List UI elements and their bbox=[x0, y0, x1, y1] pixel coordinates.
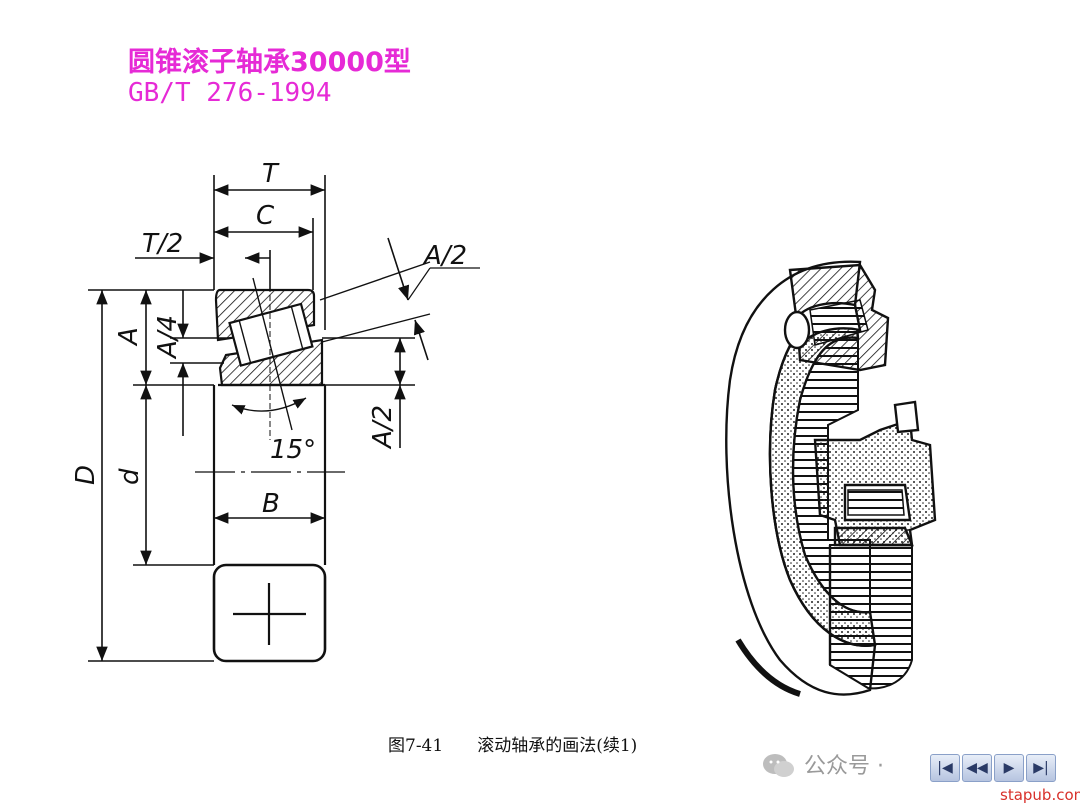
label-A-half-top: A/2 bbox=[422, 241, 467, 271]
label-d: d bbox=[115, 468, 145, 485]
dimension-labels: T C T/2 A/2 15° B A A/4 D d A/2 bbox=[71, 159, 467, 519]
label-D: D bbox=[71, 465, 101, 485]
figure-title: 滚动轴承的画法(续1) bbox=[477, 736, 638, 756]
title-line-2: GB/T 276-1994 bbox=[128, 78, 332, 108]
section-view bbox=[88, 175, 480, 663]
site-watermark: stapub.com bbox=[1000, 786, 1080, 804]
wechat-icon bbox=[763, 754, 794, 777]
nav-next-button[interactable]: ▶ bbox=[994, 754, 1024, 782]
label-C: C bbox=[256, 201, 275, 231]
nav-first-button[interactable]: |◀ bbox=[930, 754, 960, 782]
nav-last-button[interactable]: ▶| bbox=[1026, 754, 1056, 782]
nav-prev-button[interactable]: ◀◀ bbox=[962, 754, 992, 782]
slide-navigation: |◀ ◀◀ ▶ ▶| bbox=[930, 754, 1056, 782]
label-A-half-right: A/2 bbox=[368, 405, 398, 450]
title-line-1: 圆锥滚子轴承30000型 bbox=[128, 47, 411, 78]
bearing-3d-cutaway bbox=[725, 260, 937, 697]
label-angle: 15° bbox=[270, 435, 316, 465]
watermark-text: 公众号 · bbox=[804, 754, 884, 779]
figure-caption: 图7-41 滚动轴承的画法(续1) bbox=[388, 731, 637, 756]
label-T-half: T/2 bbox=[142, 229, 183, 259]
label-T: T bbox=[262, 159, 280, 189]
label-A: A bbox=[114, 327, 144, 347]
label-A-quarter: A/4 bbox=[153, 315, 183, 360]
figure-number: 图7-41 bbox=[388, 736, 444, 756]
label-B: B bbox=[262, 489, 280, 519]
